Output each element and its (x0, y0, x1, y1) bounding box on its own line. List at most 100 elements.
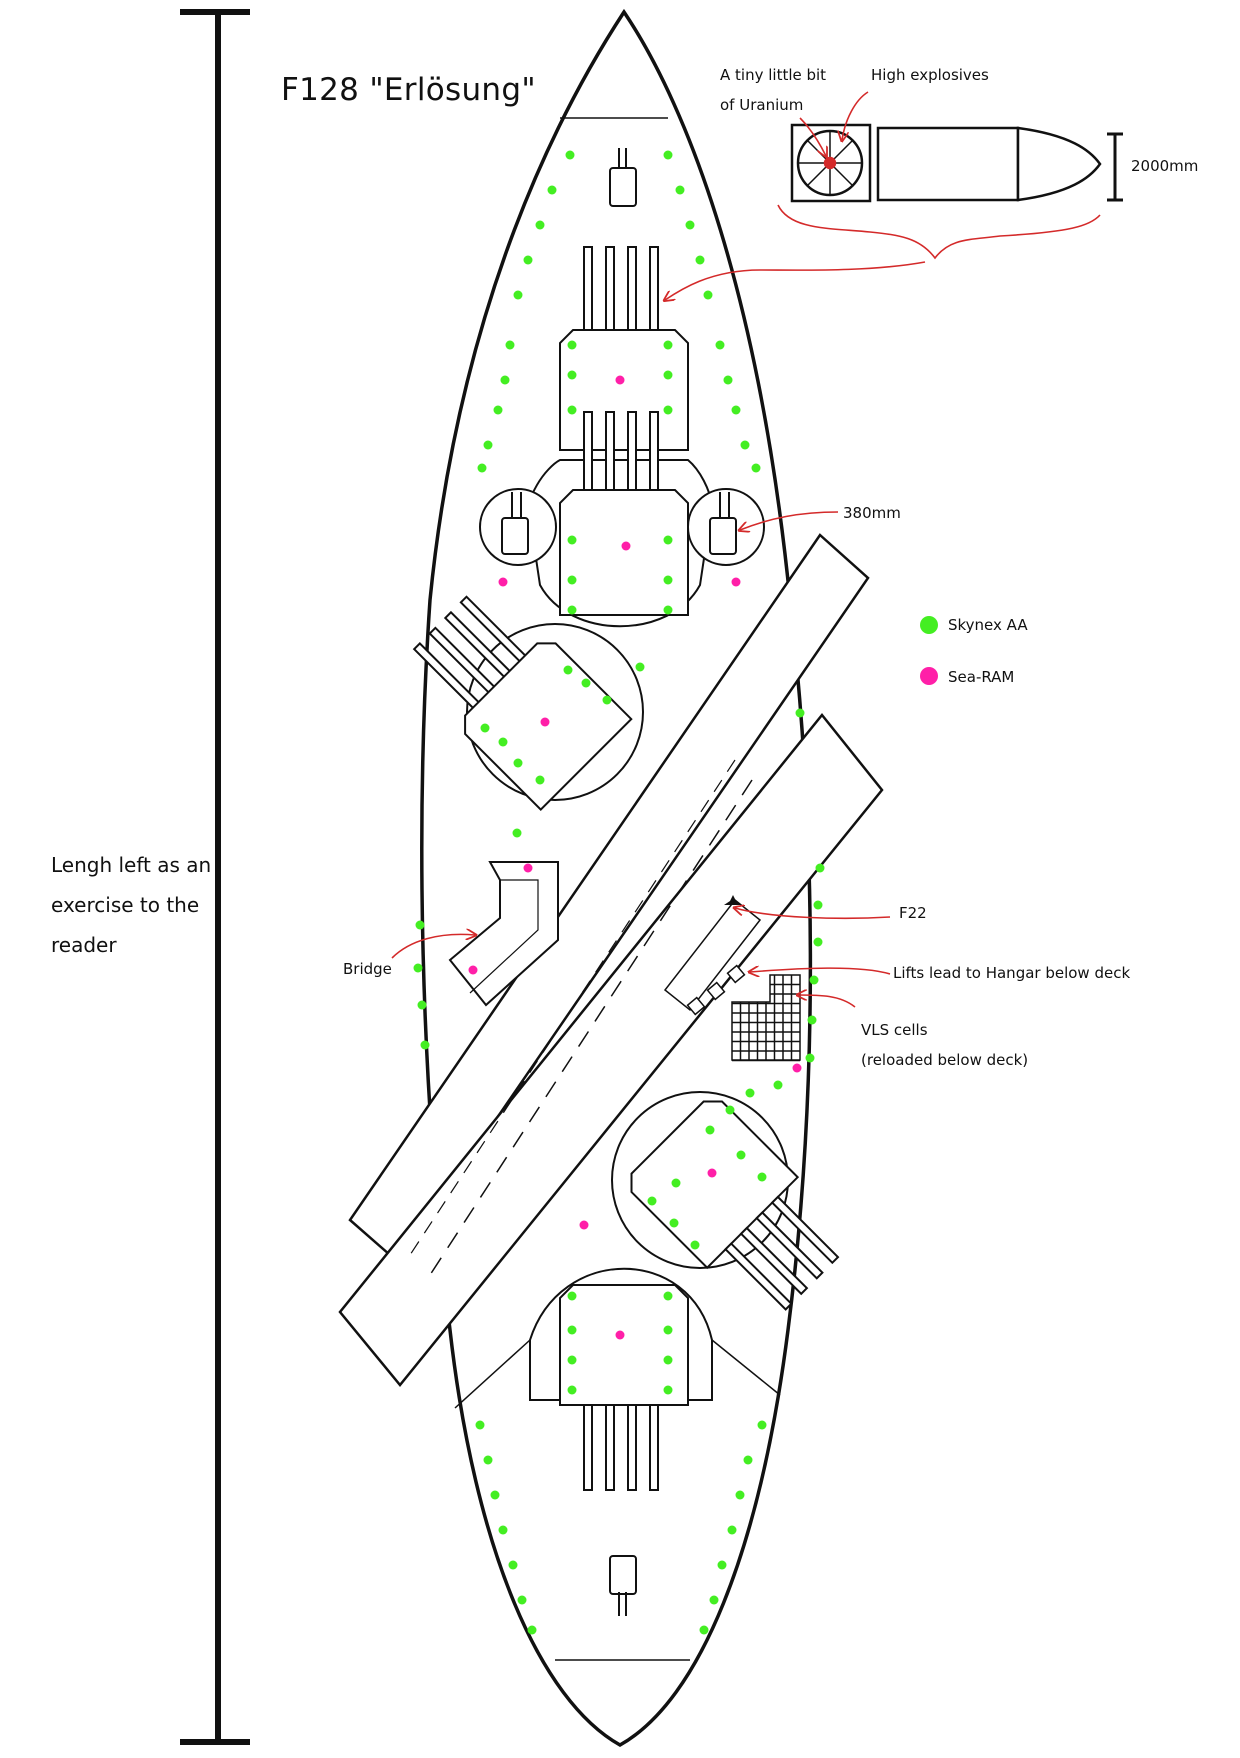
skynex-aa-dot (757, 1172, 767, 1182)
flight-deck (338, 533, 884, 1387)
skynex-aa-dot (535, 220, 545, 230)
skynex-aa-dot (415, 920, 425, 930)
skynex-aa-dot (581, 678, 591, 688)
skynex-aa-dot (547, 185, 557, 195)
skynex-aa-dot (723, 375, 733, 385)
sea-ram-dot (615, 375, 625, 385)
length-note-line-1: Lengh left as an (51, 853, 212, 877)
skynex-aa-dot (513, 290, 523, 300)
skynex-aa-dot (663, 340, 673, 350)
uranium-label-1: A tiny little bit (720, 66, 827, 84)
skynex-aa-dot (663, 150, 673, 160)
bridge-arrow (391, 934, 475, 959)
sea-ram-dot (792, 1063, 802, 1073)
skynex-aa-dot (635, 662, 645, 672)
turret-e (559, 1284, 689, 1491)
skynex-aa-dot (663, 1355, 673, 1365)
weapon-dots (413, 150, 825, 1635)
skynex-aa-dot (567, 340, 577, 350)
skynex-aa-dot (795, 708, 805, 718)
skynex-aa-dot (505, 340, 515, 350)
f22-label: F22 (899, 904, 927, 922)
sea-ram-dot (731, 577, 741, 587)
skynex-aa-dot (675, 185, 685, 195)
vls-arrow (798, 995, 856, 1008)
sea-ram-dot (621, 541, 631, 551)
secondary-caliber-label: 380mm (843, 504, 901, 522)
skynex-aa-dot (685, 220, 695, 230)
sea-ram-dot (615, 1330, 625, 1340)
skynex-aa-dot (813, 937, 823, 947)
skynex-aa-dot (773, 1080, 783, 1090)
brace (777, 204, 1101, 260)
skynex-aa-dot (567, 1355, 577, 1365)
skynex-aa-dot (663, 370, 673, 380)
skynex-aa-dot (695, 255, 705, 265)
skynex-aa-dot (567, 405, 577, 415)
secondary-turret-port (479, 488, 557, 566)
skynex-aa-dot (740, 440, 750, 450)
skynex-aa-dot (805, 1053, 815, 1063)
skynex-aa-dot (483, 1455, 493, 1465)
skynex-aa-dot (567, 1291, 577, 1301)
skynex-aa-dot (475, 1420, 485, 1430)
skynex-aa-dot (602, 695, 612, 705)
explosives-label: High explosives (871, 66, 989, 84)
skynex-aa-dot (663, 1325, 673, 1335)
vls-grid (731, 974, 801, 1062)
skynex-aa-dot (535, 775, 545, 785)
skynex-aa-dot (517, 1595, 527, 1605)
skynex-aa-dot (512, 828, 522, 838)
skynex-aa-dot (809, 975, 819, 985)
skynex-aa-dot (567, 1325, 577, 1335)
skynex-aa-dot (493, 405, 503, 415)
skynex-aa-dot (663, 575, 673, 585)
skynex-aa-dot (736, 1150, 746, 1160)
skynex-aa-dot (567, 605, 577, 615)
skynex-aa-dot (703, 290, 713, 300)
length-note-line-3: reader (51, 933, 117, 957)
skynex-aa-dot (757, 1420, 767, 1430)
f22-aircraft (724, 895, 742, 905)
uranium-label-2: of Uranium (720, 96, 804, 114)
skynex-aa-dot (565, 150, 575, 160)
skynex-aa-dot (498, 737, 508, 747)
bridge-label: Bridge (343, 960, 392, 978)
skynex-aa-dot (699, 1625, 709, 1635)
uranium-arrow (799, 117, 826, 156)
legend-searam-label: Sea-RAM (948, 668, 1015, 686)
skynex-aa-dot (751, 463, 761, 473)
sea-ram-dot (523, 863, 533, 873)
turret-b (559, 411, 689, 616)
skynex-aa-dot (745, 1088, 755, 1098)
skynex-aa-dot (500, 375, 510, 385)
skynex-aa-dot (477, 463, 487, 473)
skynex-aa-dot (480, 723, 490, 733)
skynex-aa-dot (527, 1625, 537, 1635)
sea-ram-dot (498, 577, 508, 587)
skynex-aa-dot (523, 255, 533, 265)
ship-title: F128 "Erlösung" (281, 72, 536, 108)
f22-arrow (735, 908, 891, 920)
skynex-aa-dot (715, 340, 725, 350)
skynex-aa-dot (671, 1178, 681, 1188)
skynex-aa-dot (647, 1196, 657, 1206)
length-note-line-2: exercise to the (51, 893, 200, 917)
skynex-aa-dot (567, 1385, 577, 1395)
lifts-arrow (750, 968, 891, 974)
skynex-aa-dot (567, 535, 577, 545)
explosives-arrow (842, 91, 869, 140)
skynex-aa-dot (513, 758, 523, 768)
skynex-aa-dot (663, 535, 673, 545)
skynex-aa-dot (669, 1218, 679, 1228)
stern-small-turret (609, 1555, 637, 1616)
skynex-aa-dot (483, 440, 493, 450)
skynex-aa-dot (731, 405, 741, 415)
skynex-aa-dot (417, 1000, 427, 1010)
skynex-aa-dot (690, 1240, 700, 1250)
skynex-aa-dot (735, 1490, 745, 1500)
skynex-aa-dot (727, 1525, 737, 1535)
elevator-lifts (686, 964, 746, 1016)
skynex-aa-dot (663, 1385, 673, 1395)
